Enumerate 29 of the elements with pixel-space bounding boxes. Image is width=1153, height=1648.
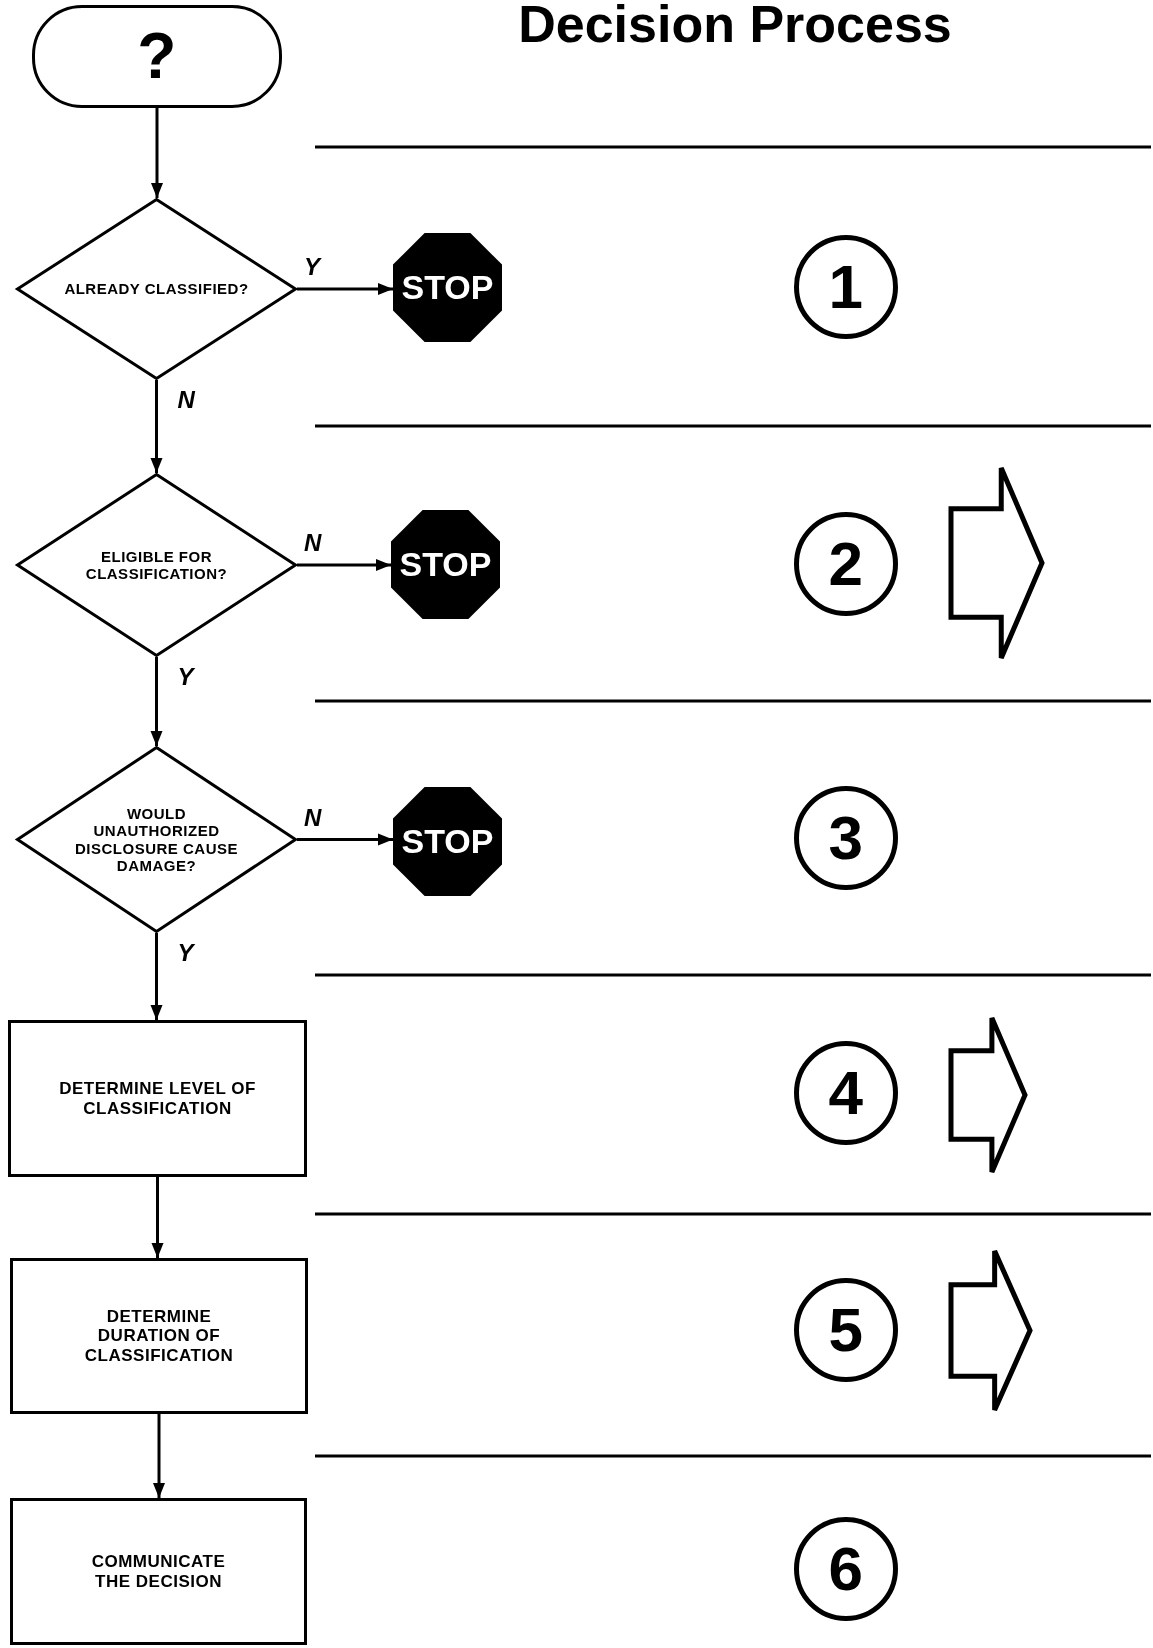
step-number: 3 (827, 802, 865, 874)
stop-label: STOP (400, 267, 495, 308)
step-number: 1 (827, 251, 865, 323)
stop-label: STOP (400, 821, 495, 862)
node-text: DETERMINE LEVEL OF CLASSIFICATION (58, 1078, 257, 1119)
process-box (10, 1258, 308, 1414)
step-number: 4 (827, 1057, 865, 1129)
diagram-title: Decision Process (517, 0, 953, 54)
node-text: ALREADY CLASSIFIED? (63, 280, 250, 298)
arrow (297, 559, 391, 571)
node-text: WOULD UNAUTHORIZED DISCLOSURE CAUSE DAMAGE? (74, 805, 239, 874)
step-number: 5 (827, 1294, 865, 1366)
node-text: ELIGIBLE FOR CLASSIFICATION? (84, 547, 229, 583)
arrow (151, 108, 163, 198)
arrow (297, 833, 393, 846)
process-box (8, 1020, 307, 1177)
stop-label: STOP (398, 544, 493, 585)
arrow (150, 933, 163, 1020)
arrow (151, 1177, 164, 1258)
arrow (297, 283, 393, 295)
process-box (10, 1498, 307, 1645)
step-number: 2 (827, 528, 865, 600)
node-text: COMMUNICATE THE DECISION (90, 1551, 227, 1592)
node-text: DETERMINE DURATION OF CLASSIFICATION (83, 1306, 235, 1366)
step-number: 6 (827, 1533, 865, 1605)
arrow (153, 1414, 165, 1498)
node-text: ? (136, 19, 178, 94)
arrow (150, 657, 163, 746)
arrow (150, 380, 163, 473)
